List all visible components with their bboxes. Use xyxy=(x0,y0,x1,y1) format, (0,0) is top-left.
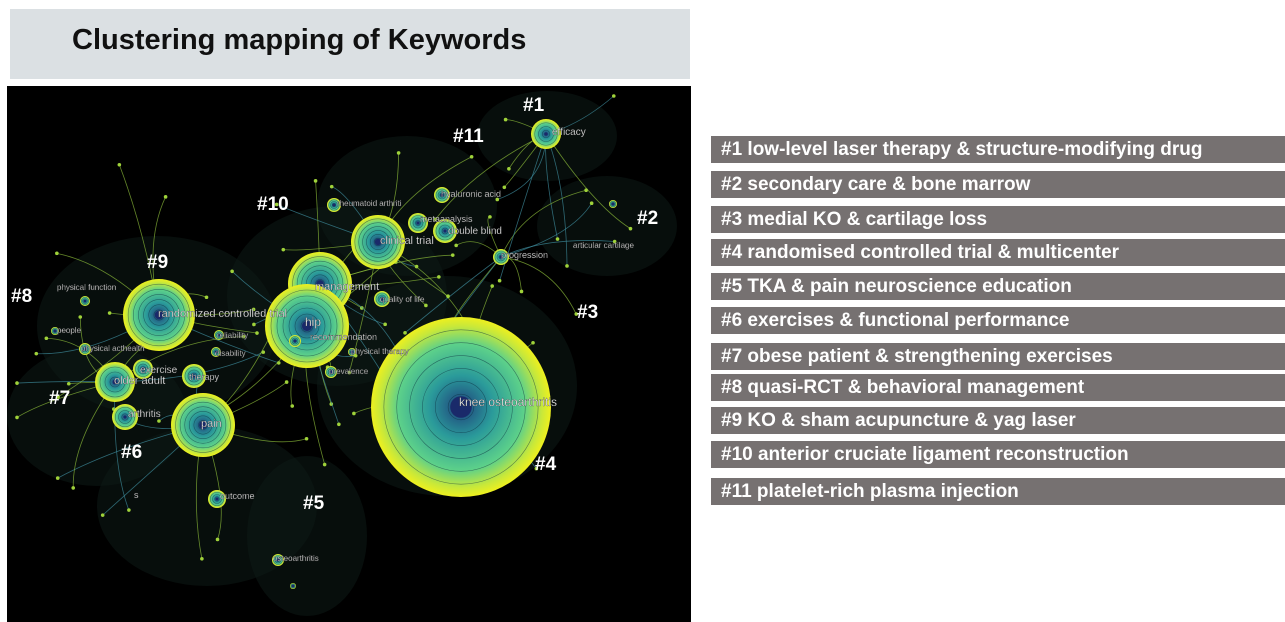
cluster-number-label: #11 xyxy=(453,126,484,147)
keyword-label: physical function xyxy=(57,283,116,292)
cluster-number-label: #2 xyxy=(637,208,658,229)
keyword-label: progression xyxy=(501,250,548,260)
cluster-number-label: #9 xyxy=(147,252,168,273)
keyword-label: disability xyxy=(215,349,246,358)
keyword-node xyxy=(348,348,356,356)
keyword-node xyxy=(433,219,457,243)
keyword-node xyxy=(351,215,405,269)
cluster-legend-item: #1 low-level laser therapy & structure-m… xyxy=(711,136,1285,163)
keyword-label: people xyxy=(57,326,82,335)
keyword-node xyxy=(208,490,226,508)
cluster-legend-item: #10 anterior cruciate ligament reconstru… xyxy=(711,441,1285,468)
cluster-map: efficacy hyaluronic acid rheumatoid arth… xyxy=(7,86,691,622)
keyword-label: rheumatoid arthriti xyxy=(337,199,402,208)
keyword-label: reliability xyxy=(217,331,248,340)
keyword-node xyxy=(290,583,296,589)
keyword-node xyxy=(434,187,450,203)
cluster-number-label: #3 xyxy=(577,302,598,323)
keyword-node xyxy=(272,554,284,566)
keyword-node xyxy=(609,200,617,208)
keyword-node xyxy=(182,364,206,388)
cluster-legend-item: #11 platelet-rich plasma injection xyxy=(711,478,1285,505)
keyword-label: clinical trial xyxy=(380,235,434,247)
keyword-node xyxy=(265,284,349,368)
cluster-number-label: #7 xyxy=(49,388,70,409)
keyword-node xyxy=(80,296,90,306)
keyword-label: arthritis xyxy=(128,409,161,420)
cluster-map-svg: efficacy hyaluronic acid rheumatoid arth… xyxy=(7,91,677,616)
keyword-label: s xyxy=(134,490,139,500)
keyword-label: osteoarthritis xyxy=(273,554,319,563)
keyword-node xyxy=(123,279,195,351)
keyword-node xyxy=(171,393,235,457)
keyword-label: knee osteoarthritis xyxy=(459,395,557,409)
title-banner xyxy=(10,9,690,79)
cluster-legend-item: #3 medial KO & cartilage loss xyxy=(711,206,1285,233)
cluster-legend-item: #9 KO & sham acupuncture & yag laser xyxy=(711,407,1285,434)
keyword-label: therapy xyxy=(189,372,220,382)
keyword-node xyxy=(493,249,509,265)
keyword-label: hyaluronic acid xyxy=(441,189,501,199)
keyword-node xyxy=(95,362,135,402)
cluster-legend-item: #7 obese patient & strengthening exercis… xyxy=(711,343,1285,370)
keyword-label: double blind xyxy=(448,226,502,237)
keyword-label: randomized controlled trial xyxy=(158,308,287,320)
keyword-label: management xyxy=(315,281,379,293)
keyword-label: prevalence xyxy=(329,367,369,376)
page-title: Clustering mapping of Keywords xyxy=(72,24,527,56)
keyword-node xyxy=(408,213,428,233)
keyword-node xyxy=(51,327,59,335)
keyword-label: articular cartilage xyxy=(573,241,634,250)
keyword-node xyxy=(112,404,138,430)
cluster-number-label: #5 xyxy=(303,493,325,514)
keyword-label: hip xyxy=(305,315,321,329)
keyword-node xyxy=(531,119,561,149)
keyword-label: metaanalysis xyxy=(420,214,473,224)
cluster-number-labels: #1 #2 #3 #4 #5 #6 #7 #8 #9 #10 #11 xyxy=(11,95,658,514)
cluster-number-label: #10 xyxy=(257,194,289,215)
cluster-legend-item: #5 TKA & pain neuroscience education xyxy=(711,273,1285,300)
keyword-node xyxy=(133,359,153,379)
cluster-legend-item: #4 randomised controlled trial & multice… xyxy=(711,239,1285,266)
keyword-node xyxy=(79,343,91,355)
cluster-legend-item: #8 quasi-RCT & behavioral management xyxy=(711,374,1285,401)
cluster-number-label: #4 xyxy=(535,454,557,475)
cluster-number-label: #6 xyxy=(121,442,142,463)
keyword-nodes xyxy=(51,119,617,589)
keyword-node xyxy=(325,366,337,378)
keyword-node xyxy=(374,291,390,307)
keyword-node xyxy=(371,317,551,497)
keyword-labels: efficacy hyaluronic acid rheumatoid arth… xyxy=(57,127,635,563)
keyword-label: older adult xyxy=(114,375,165,387)
keyword-label: pain xyxy=(201,418,222,430)
cluster-number-label: #1 xyxy=(523,95,545,116)
keyword-node xyxy=(289,335,301,347)
cluster-legend-item: #6 exercises & functional performance xyxy=(711,307,1285,334)
keyword-label: recommendation xyxy=(310,332,377,342)
keyword-label: quality of life xyxy=(380,295,425,304)
keyword-label: efficacy xyxy=(552,127,586,138)
keyword-label: outcome xyxy=(220,491,255,501)
keyword-node xyxy=(211,347,221,357)
cluster-legend-item: #2 secondary care & bone marrow xyxy=(711,171,1285,198)
cluster-number-label: #8 xyxy=(11,286,32,307)
keyword-node xyxy=(214,330,224,340)
keyword-label: exercise xyxy=(140,365,178,376)
cluster-regions xyxy=(7,91,677,616)
keyword-label: physical acthealth xyxy=(81,344,145,353)
keyword-node xyxy=(327,198,341,212)
keyword-label: physical therapy xyxy=(351,347,409,356)
